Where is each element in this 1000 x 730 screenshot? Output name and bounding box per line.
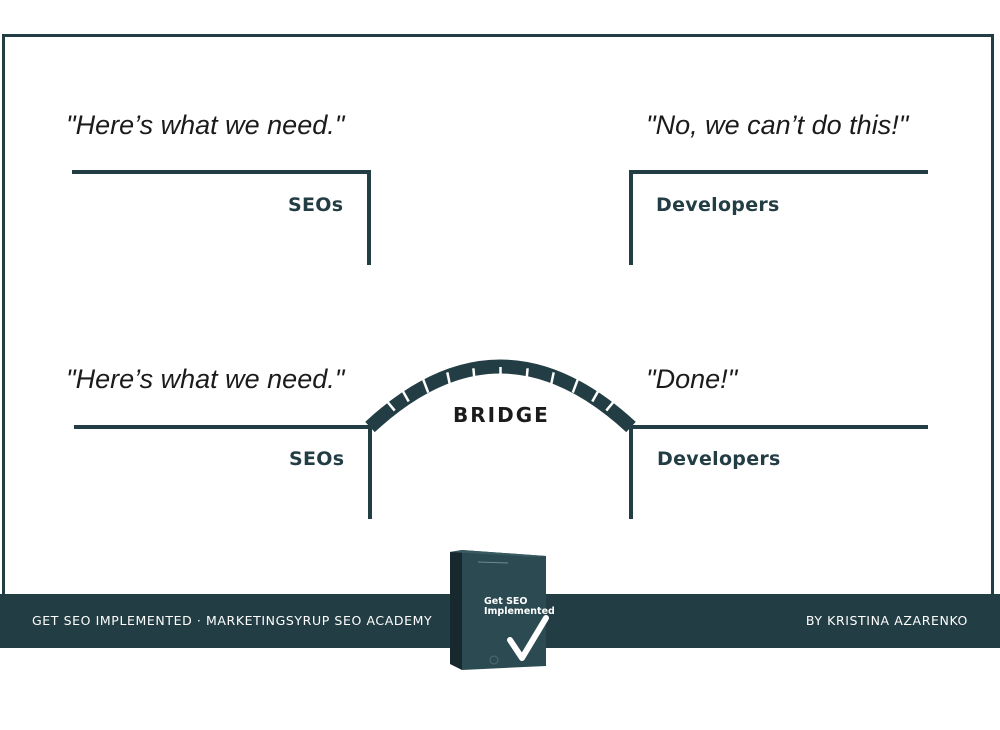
seo-label-top: SEOs <box>288 194 344 216</box>
checkmark-icon <box>507 615 549 661</box>
bridge-label: BRIDGE <box>453 403 550 427</box>
dev-label-top: Developers <box>656 194 780 216</box>
product-box-title: Get SEO Implemented <box>484 597 555 617</box>
dev-label-bottom: Developers <box>657 448 781 470</box>
diagram-frame <box>2 34 994 594</box>
product-box-title-line1: Get SEO <box>484 596 528 607</box>
dev-quote-bottom: "Done!" <box>646 364 738 394</box>
product-box-title-line2: Implemented <box>484 606 555 617</box>
dev-quote-top: "No, we can’t do this!" <box>646 110 909 140</box>
product-box-image <box>450 550 549 670</box>
footer-author: BY KRISTINA AZARENKO <box>805 613 968 628</box>
footer-course-title: GET SEO IMPLEMENTED · MARKETINGSYRUP SEO… <box>32 613 433 628</box>
seo-label-bottom: SEOs <box>289 448 345 470</box>
dev-cliff-bottom <box>629 425 928 519</box>
bridge-arch <box>365 359 636 433</box>
seo-cliff-bottom <box>74 425 372 519</box>
bridge-segment-gaps <box>384 367 617 412</box>
seo-quote-top: "Here’s what we need." <box>66 110 345 140</box>
dev-cliff-top <box>629 170 928 265</box>
seo-quote-bottom: "Here’s what we need." <box>66 364 345 394</box>
seo-cliff-top <box>72 170 371 265</box>
